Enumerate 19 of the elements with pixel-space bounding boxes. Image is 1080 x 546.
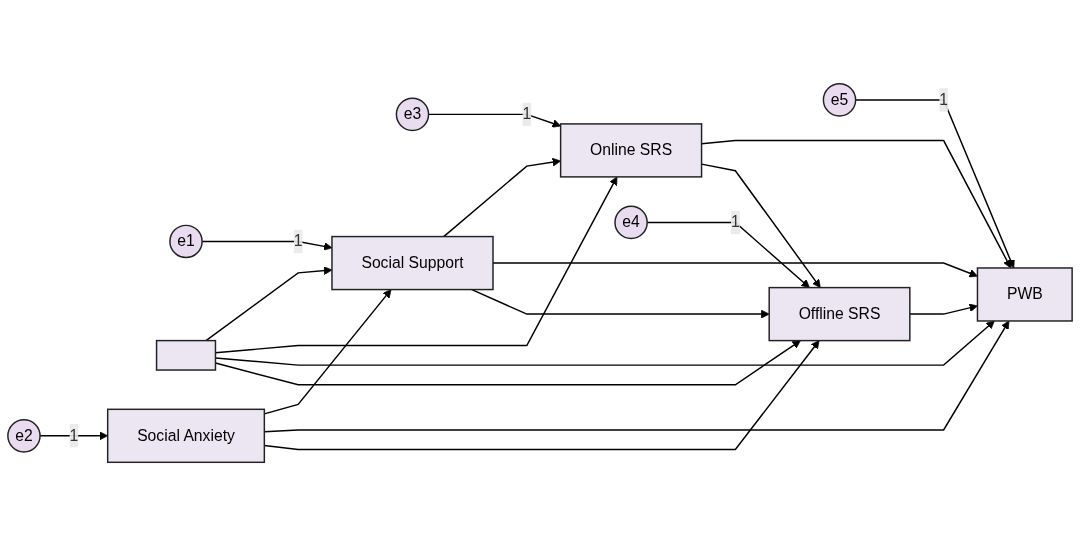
- arrow: [471, 288, 770, 319]
- edge-label: 1: [293, 232, 303, 250]
- node-circle: e3: [395, 97, 430, 132]
- node-box: Online SRS: [559, 123, 703, 178]
- edge-label: 1: [522, 105, 532, 123]
- node-circle: e1: [169, 224, 203, 259]
- node-box: PWB: [976, 267, 1073, 322]
- node-box: Offline SRS: [768, 286, 911, 342]
- node-box: Social Anxiety: [106, 408, 266, 463]
- arrow: [443, 157, 561, 238]
- edge-label: 1: [731, 213, 740, 231]
- node-circle: e4: [614, 205, 648, 240]
- node-box: [155, 339, 217, 371]
- node-circle: e5: [822, 83, 857, 117]
- edge-label: 1: [939, 91, 949, 108]
- arrow: [909, 303, 978, 315]
- node-box: Social Support: [331, 235, 494, 291]
- edge-label: 1: [69, 426, 79, 444]
- node-circle: e2: [7, 418, 41, 453]
